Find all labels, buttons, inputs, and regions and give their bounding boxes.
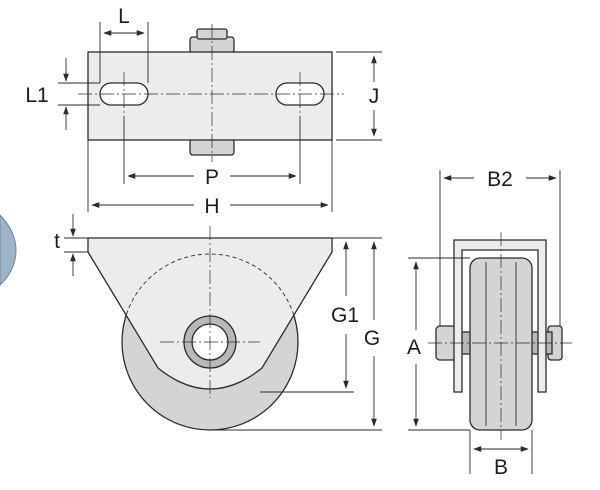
label-L1: L1 (25, 84, 48, 107)
label-P: P (205, 166, 219, 189)
label-t: t (54, 230, 60, 253)
label-L: L (118, 5, 130, 28)
label-B2: B2 (487, 168, 513, 191)
bracket-side (453, 239, 547, 393)
edge-object-fragment (0, 214, 17, 286)
label-B: B (494, 456, 508, 479)
label-H: H (204, 195, 219, 218)
top-view (58, 22, 382, 212)
dimension-labels: L L1 J P H t G1 G A B2 B (25, 5, 513, 479)
front-view (64, 214, 382, 431)
label-J: J (369, 85, 380, 108)
label-G: G (364, 327, 380, 350)
bracket-front (87, 237, 333, 390)
side-view (408, 170, 572, 474)
label-G1: G1 (331, 304, 359, 327)
label-A: A (407, 336, 421, 359)
